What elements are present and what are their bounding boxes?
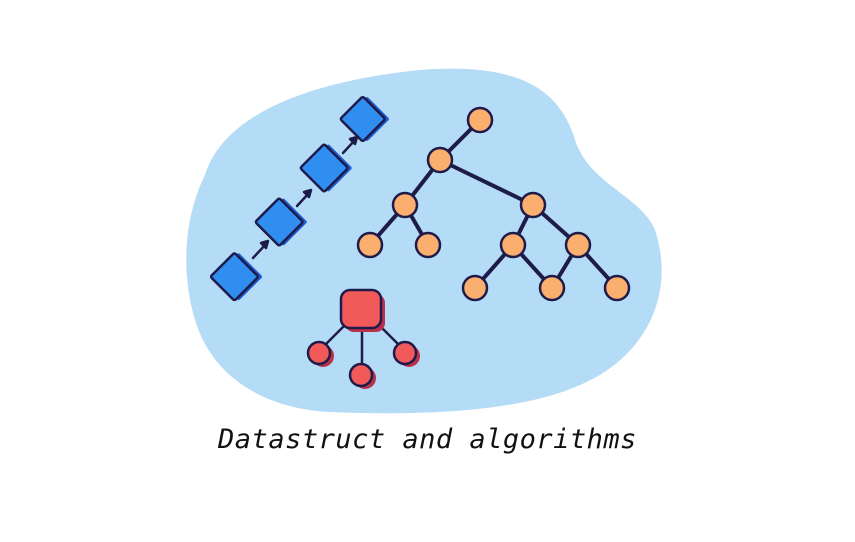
tree-node bbox=[519, 191, 547, 219]
tree-node bbox=[461, 274, 489, 302]
binary-tree-nodes bbox=[356, 106, 631, 302]
tree-node bbox=[499, 231, 527, 259]
tree-node bbox=[538, 274, 566, 302]
tree-node bbox=[356, 231, 384, 259]
tree-node bbox=[414, 231, 442, 259]
illustration-caption: Datastruct and algorithms bbox=[218, 424, 637, 455]
tree-node bbox=[426, 146, 454, 174]
tree-node bbox=[603, 274, 631, 302]
tree-node bbox=[466, 106, 494, 134]
tree-node bbox=[391, 191, 419, 219]
linked-list-icon bbox=[210, 95, 389, 302]
node-graph-icon bbox=[306, 288, 420, 389]
tree-node bbox=[564, 231, 592, 259]
